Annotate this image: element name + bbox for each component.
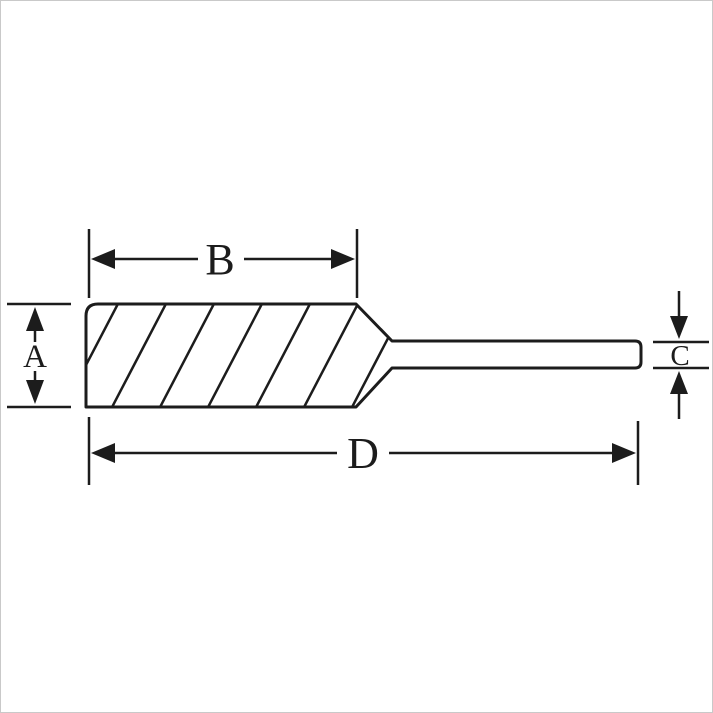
arrow-left-icon — [91, 443, 115, 463]
dimension-b: B — [87, 229, 359, 298]
hatch-line — [251, 304, 315, 407]
arrow-down-icon — [670, 316, 688, 339]
dimension-d-label: D — [347, 429, 379, 478]
dimension-c: C — [653, 291, 709, 419]
dimension-a-label: A — [23, 339, 47, 375]
hatch-line — [107, 304, 171, 407]
arrow-left-icon — [91, 249, 115, 269]
dimension-c-label: C — [670, 340, 689, 372]
hatch-line — [155, 304, 219, 407]
hatch-line — [299, 304, 363, 407]
burr-body — [84, 302, 643, 409]
arrow-up-icon — [26, 307, 44, 331]
hatch-line — [203, 304, 267, 407]
dimension-d: D — [87, 417, 640, 485]
dimension-a: A — [7, 302, 71, 409]
arrow-up-icon — [670, 371, 688, 394]
burr-outline — [84, 302, 643, 409]
arrow-right-icon — [612, 443, 636, 463]
hatching-lines — [86, 304, 392, 407]
dimension-b-label: B — [205, 235, 234, 284]
arrow-right-icon — [331, 249, 355, 269]
hatch-line — [347, 304, 392, 407]
arrow-down-icon — [26, 380, 44, 404]
hatch-line — [86, 304, 123, 407]
